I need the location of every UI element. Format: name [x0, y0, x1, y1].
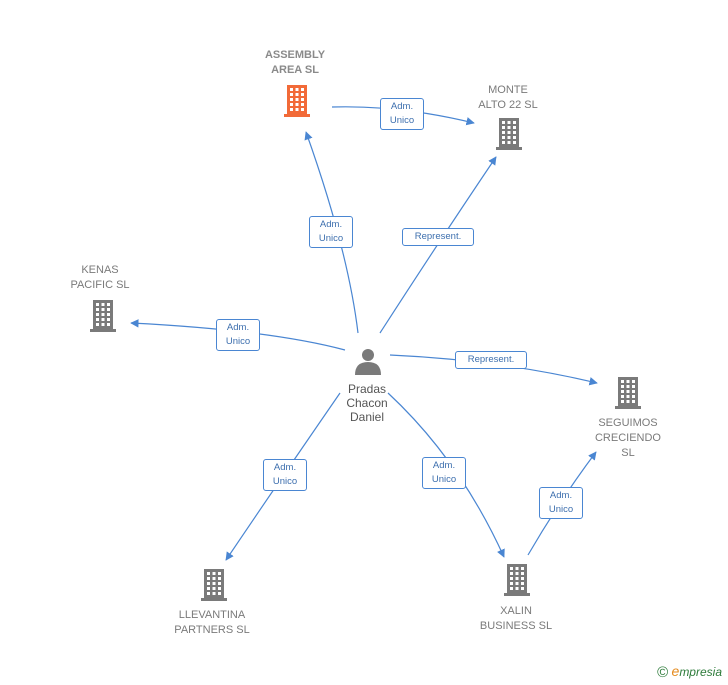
brand-name: mpresia [679, 665, 722, 679]
node-label-monte[interactable]: MONTE ALTO 22 SL [478, 84, 538, 111]
edge-label-assembly-to-monte: Adm. Unico [380, 98, 424, 130]
node-label-seguimos[interactable]: SEGUIMOS CRECIENDO SL [594, 417, 661, 459]
edge-label-person-to-kenas: Adm. Unico [216, 319, 260, 351]
edge-label-person-to-monte: Represent. [402, 228, 474, 246]
copyright-icon: © [657, 664, 669, 681]
node-label-person[interactable]: Pradas Chacon Daniel [346, 382, 388, 424]
node-label-assembly[interactable]: ASSEMBLY AREA SL [264, 49, 326, 76]
edge-label-person-to-assembly: Adm. Unico [309, 216, 353, 248]
node-label-llevantina[interactable]: LLEVANTINA PARTNERS SL [174, 609, 250, 636]
brand-initial: e [671, 663, 680, 679]
building-icon-llevantina [201, 569, 227, 601]
building-icon-monte [496, 118, 522, 150]
edge-label-person-to-seguimos: Represent. [455, 351, 527, 369]
building-icon-assembly [284, 85, 310, 117]
person-icon [355, 349, 381, 375]
edge-label-person-to-xalin: Adm. Unico [422, 457, 466, 489]
edge-label-person-to-llevantina: Adm. Unico [263, 459, 307, 491]
node-label-xalin[interactable]: XALIN BUSINESS SL [479, 605, 553, 632]
building-icon-seguimos [615, 377, 641, 409]
brand-logo: © empresia [657, 663, 722, 681]
edge-label-xalin-to-seguimos: Adm. Unico [539, 487, 583, 519]
node-label-kenas[interactable]: KENAS PACIFIC SL [70, 264, 130, 291]
building-icon-xalin [504, 564, 530, 596]
building-icon-kenas [90, 300, 116, 332]
